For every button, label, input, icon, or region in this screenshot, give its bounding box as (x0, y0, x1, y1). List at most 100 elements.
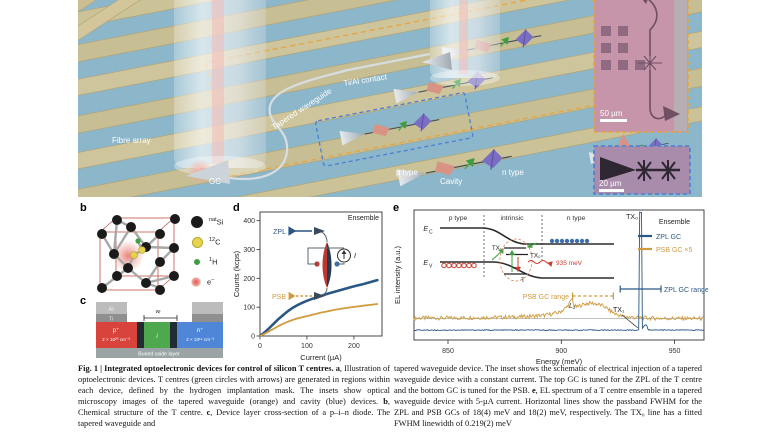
svg-text:850: 850 (442, 348, 454, 355)
contact-column-left (137, 322, 144, 348)
caption-right-column: tapered waveguide device. The inset show… (394, 364, 702, 428)
svg-text:PSB GC ×5: PSB GC ×5 (656, 247, 692, 254)
tx1-level-label: TX₁ (492, 245, 502, 252)
svg-text:400: 400 (243, 218, 255, 225)
e-legend: Ensemble ZPL GC PSB GC ×5 (638, 219, 692, 254)
label-fibre-array: Fibre array (112, 136, 151, 145)
al-contacts: Al (96, 302, 223, 314)
fibre-right (422, 0, 500, 86)
panel-e-chart: 850 900 950 Energy (meV) EL intensity (a… (393, 209, 708, 366)
d-inset-schematic: I ZPL PSB (272, 226, 356, 301)
p-doping-label: 2 × 10²⁰ cm⁻³ (102, 337, 130, 342)
hydrogen-atom (135, 238, 141, 244)
cavity-device-outline (315, 92, 474, 167)
psb-gc-range (572, 292, 614, 300)
inset-tapered-waveguide-micrograph: 50 µm (593, 0, 689, 133)
metal-traces-corner (78, 0, 260, 87)
e-xaxis-title: Energy (meV) (536, 357, 583, 366)
svg-text:ZPL GC: ZPL GC (656, 234, 681, 241)
electrons (549, 238, 590, 244)
si-atoms (97, 214, 180, 295)
label-p-type: p type (396, 168, 418, 177)
hydrogen-atom-icon (194, 259, 200, 265)
contact-column-right (170, 322, 177, 348)
ev-sub: V (429, 264, 433, 270)
svg-text:900: 900 (555, 348, 567, 355)
buried-oxide-label: Buried oxide layer (138, 352, 180, 358)
ec-label: E (423, 226, 428, 233)
carbon-atom-icon (192, 236, 203, 248)
scale-bar-20um-label: 20 µm (599, 179, 622, 188)
svg-text:100: 100 (301, 343, 313, 350)
buried-oxide (96, 348, 223, 358)
inset-cavity-micrograph: 20 µm (593, 134, 691, 195)
p-plus-region (96, 322, 137, 348)
d-xaxis-title: Current (µA) (300, 353, 342, 362)
photon-energy-label: 935 meV (556, 260, 583, 267)
current-label: I (354, 253, 356, 260)
plot-frame (413, 209, 705, 341)
ti-contacts: Ti (96, 314, 223, 323)
i-region-label: i (156, 334, 158, 340)
svg-text:100: 100 (243, 305, 255, 312)
plot-frame (259, 211, 383, 337)
carbon-atom-1 (130, 251, 138, 259)
legend-item-electron: e− (191, 274, 223, 290)
ec-sub: C (429, 230, 433, 236)
zpl-gc-range-label: ZPL GC range (664, 287, 708, 294)
zpl-curve (258, 278, 379, 338)
t-level-label: T (521, 277, 525, 284)
photon-wavy-arrow (527, 260, 553, 267)
intrinsic-region (144, 322, 170, 348)
panel-d-chart: 0 100 200 300 400 0 100 200 Current (µA)… (232, 211, 383, 362)
svg-text:Ti: Ti (109, 317, 113, 323)
tapered-waveguide (195, 52, 431, 181)
svg-text:Al: Al (108, 307, 113, 313)
legend-item-si: natSi (191, 214, 223, 230)
label-gc: GC (209, 177, 221, 186)
tx0-level-label: TX₀ (530, 253, 541, 260)
svg-text:Ensemble: Ensemble (659, 219, 690, 226)
t-centre-ellipse (499, 238, 533, 282)
panel-b-legend: natSi 12C 1H e− (191, 214, 223, 294)
i-region-label: intrinsic (500, 215, 524, 222)
svg-text:0: 0 (258, 343, 262, 350)
caption-title: Fig. 1 | Integrated optoelectronic devic… (78, 364, 336, 373)
svg-text:200: 200 (348, 343, 360, 350)
svg-text:0: 0 (251, 334, 255, 341)
tx0-peak-label: TX₀ (626, 214, 638, 221)
svg-text:300: 300 (243, 247, 255, 254)
tx1-pointer (621, 314, 639, 329)
e-yaxis-title: EL intensity (a.u.) (393, 245, 402, 304)
p-region-label: p type (449, 215, 468, 222)
n-plus-region (177, 322, 223, 348)
scale-bar-20um (599, 189, 624, 192)
holes (441, 262, 477, 269)
svg-text:200: 200 (243, 276, 255, 283)
panel-c-cross-section: Al Ti p⁺ 2 × 10²⁰ cm⁻³ i n⁺ 2 × 10¹⁹ cm⁻… (96, 302, 223, 358)
si-atom-icon (191, 216, 203, 228)
psb-spectrum (413, 298, 705, 322)
panel-d-letter: d (233, 202, 240, 214)
electron-glow (112, 240, 144, 272)
grating-coupler (186, 160, 230, 184)
tx1-peak-label: TX₁ (613, 307, 625, 314)
caption-left-column: Fig. 1 | Integrated optoelectronic devic… (78, 364, 391, 428)
t-centre-levels (504, 247, 528, 275)
l1-peak-label: L₁ (569, 303, 576, 310)
scale-bar-50um (600, 119, 627, 122)
zpl-gc-range (619, 285, 662, 293)
panel-e-letter: e (393, 202, 400, 214)
d-yaxis-title: Counts (kcps) (232, 250, 241, 297)
n-doping-label: 2 × 10¹⁹ cm⁻³ (186, 337, 214, 342)
psb-gc-range-label: PSB GC range (523, 294, 569, 301)
conduction-band (440, 227, 614, 245)
panel-c-letter: c (80, 295, 87, 307)
legend-item-hydrogen: 1H (191, 254, 223, 270)
p-plus-label: p⁺ (113, 327, 120, 334)
panel-b-crystal (97, 214, 180, 295)
psb-label: PSB (272, 294, 286, 301)
band-diagram-inset: p type intrinsic n type E C E V (423, 215, 614, 284)
label-n-type: n type (502, 168, 524, 177)
